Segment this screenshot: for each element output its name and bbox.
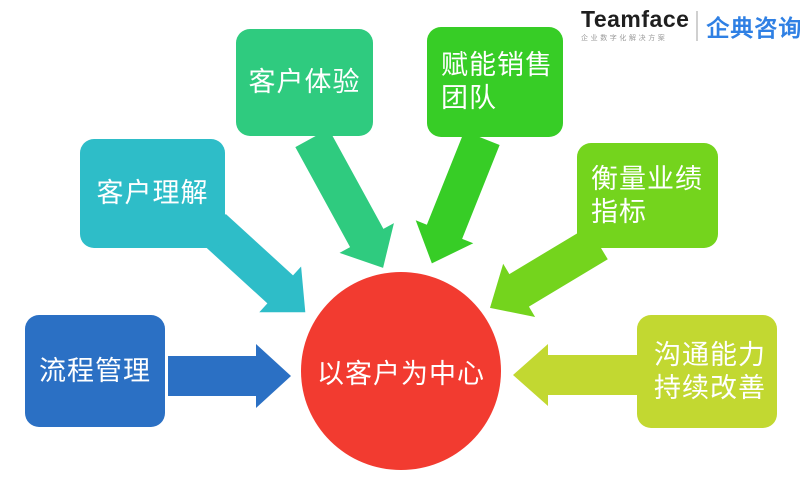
brand-logo: Teamface 企业数字化解决方案 企典咨询 bbox=[581, 8, 800, 43]
arrow-customer-understanding bbox=[200, 213, 306, 313]
node-label: 客户理解 bbox=[96, 178, 209, 208]
arrow-process-management bbox=[168, 344, 291, 408]
node-process-management: 流程管理 bbox=[25, 315, 165, 427]
arrow-customer-experience bbox=[295, 128, 394, 268]
node-label: 衡量业绩 指标 bbox=[591, 163, 703, 227]
node-label: 流程管理 bbox=[39, 355, 151, 386]
arrow-performance-metrics bbox=[489, 226, 608, 317]
center-label: 以客户为中心 bbox=[317, 358, 485, 389]
logo-divider bbox=[696, 10, 699, 41]
node-label: 客户体验 bbox=[248, 67, 361, 97]
node-customer-understanding: 客户理解 bbox=[80, 139, 225, 248]
arrow-communication-improvement bbox=[513, 344, 637, 406]
logo-brand-text: Teamface bbox=[581, 6, 690, 32]
node-empower-sales-team: 赋能销售 团队 bbox=[427, 27, 563, 137]
logo-suffix-text: 企典咨询 bbox=[706, 14, 800, 41]
logo-tagline-text: 企业数字化解决方案 bbox=[581, 35, 668, 42]
arrow-empower-sales-team bbox=[415, 130, 500, 264]
node-label: 赋能销售 团队 bbox=[441, 50, 553, 113]
node-communication-improvement: 沟通能力 持续改善 bbox=[637, 315, 777, 428]
node-label: 沟通能力 持续改善 bbox=[654, 339, 766, 403]
node-performance-metrics: 衡量业绩 指标 bbox=[577, 143, 718, 248]
center-circle-customer-centric: 以客户为中心 bbox=[301, 272, 501, 470]
logo-text-block: Teamface 企业数字化解决方案 bbox=[581, 8, 689, 43]
node-customer-experience: 客户体验 bbox=[236, 29, 373, 136]
